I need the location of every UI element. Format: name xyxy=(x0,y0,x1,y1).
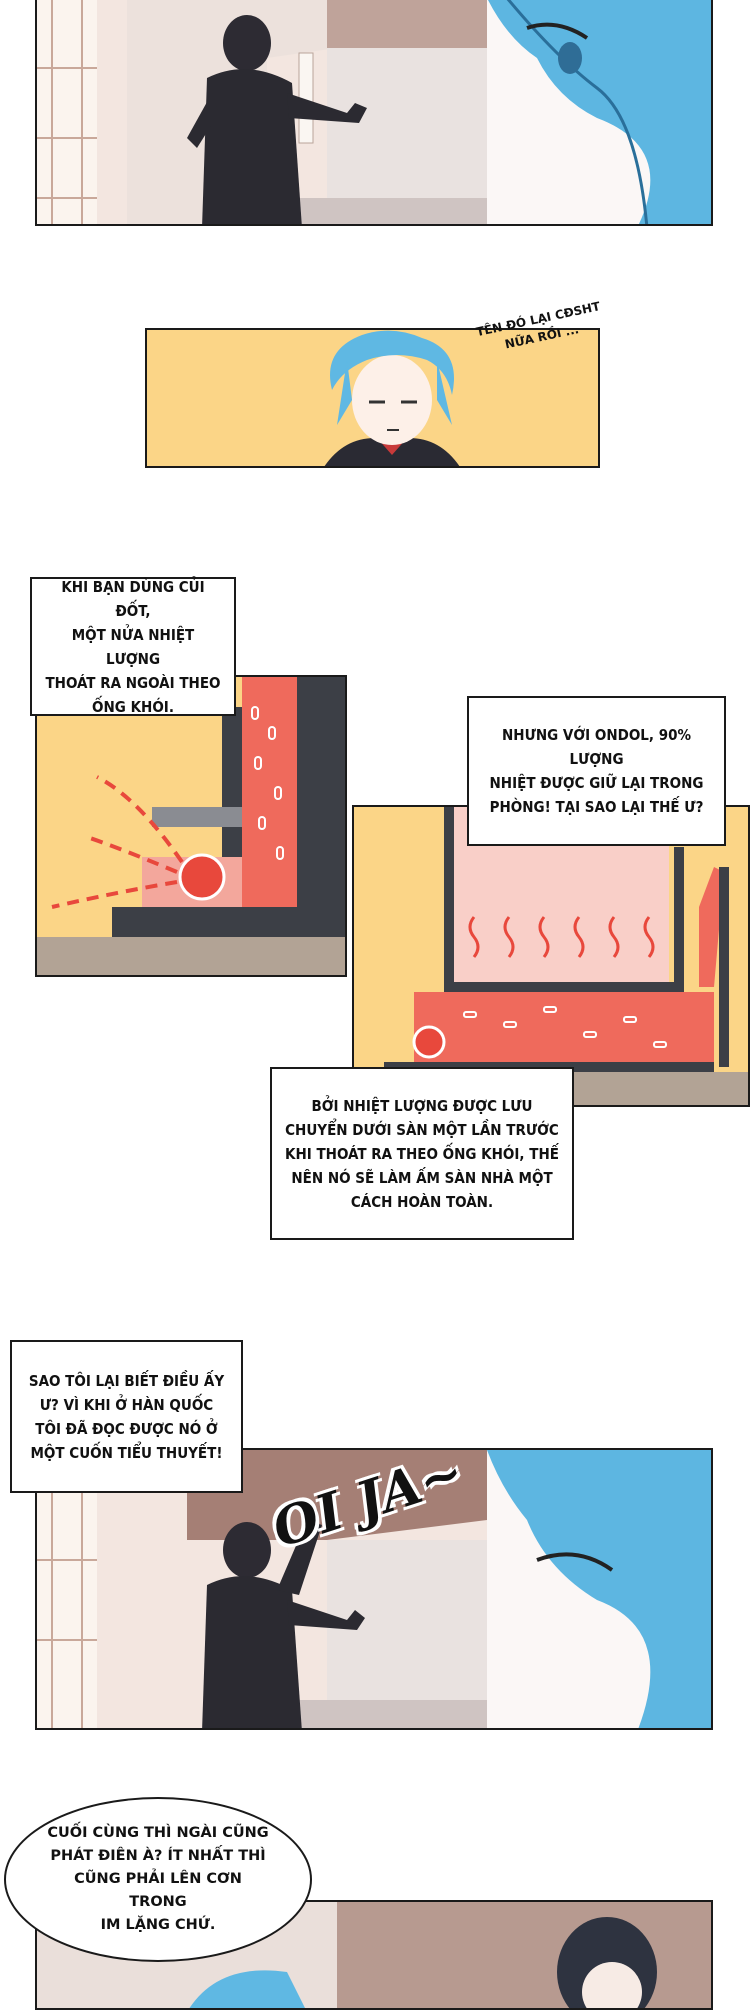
panel-room-bottom xyxy=(35,1448,713,1730)
caption-box-4: SAO TÔI LẠI BIẾT ĐIỀU ẤY Ư? VÌ KHI Ở HÀN… xyxy=(10,1340,243,1493)
caption-box-3: BỞI NHIỆT LƯỢNG ĐƯỢC LƯU CHUYỂN DƯỚI SÀN… xyxy=(270,1067,574,1240)
room-scene-illustration xyxy=(37,0,711,224)
panel-fireplace-diagram xyxy=(35,675,347,977)
speech-bubble-1: CUỐI CÙNG THÌ NGÀI CŨNG PHÁT ĐIÊN À? ÍT … xyxy=(4,1797,312,1962)
ondol-cross-section xyxy=(354,807,748,1105)
room-scene-illustration-2 xyxy=(37,1450,711,1728)
caption-box-2: NHƯNG VỚI ONDOL, 90% LƯỢNG NHIỆT ĐƯỢC GI… xyxy=(467,696,726,846)
panel-ondol-diagram xyxy=(352,805,750,1107)
panel-yellow-boy xyxy=(145,328,600,468)
fireplace-cross-section xyxy=(37,677,345,975)
caption-box-1: KHI BẠN DÙNG CỦI ĐỐT, MỘT NỬA NHIỆT LƯỢN… xyxy=(30,577,236,716)
boy-face-illustration xyxy=(147,330,598,466)
panel-room-top xyxy=(35,0,713,226)
